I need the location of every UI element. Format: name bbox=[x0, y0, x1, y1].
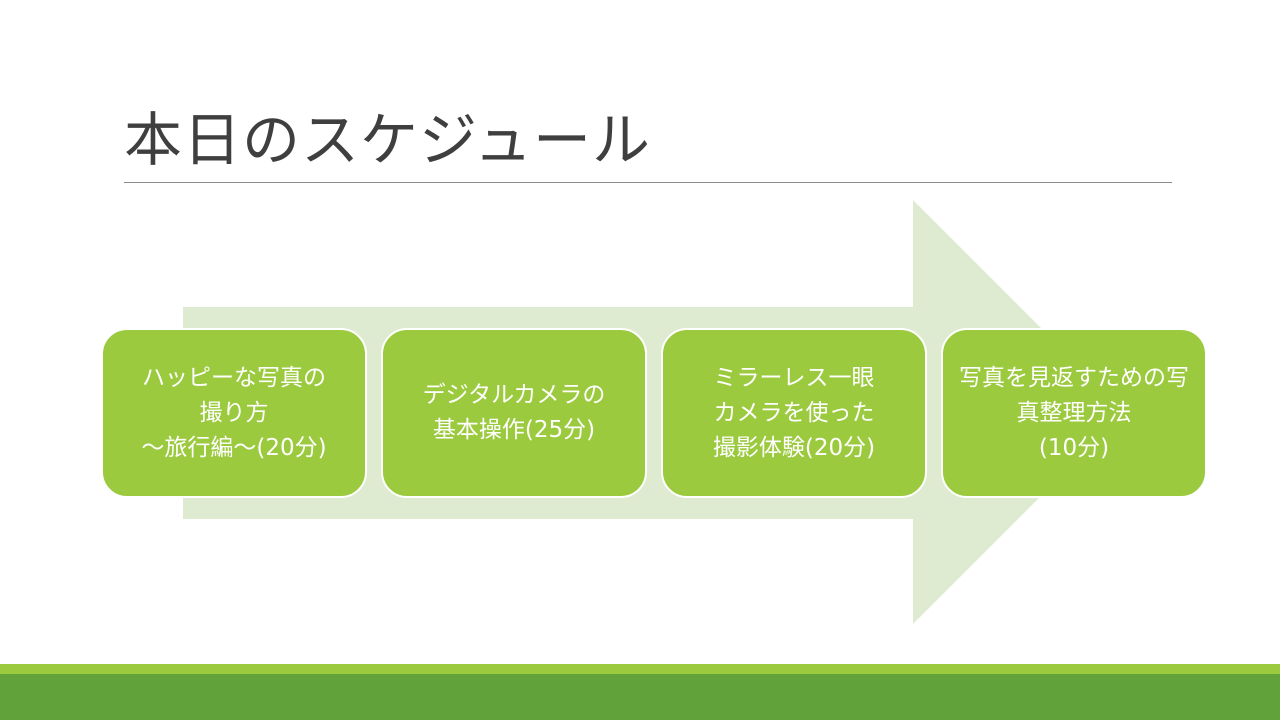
footer-band bbox=[0, 674, 1280, 720]
schedule-step-4-label: 写真を見返すための写真整理方法 (10分) bbox=[959, 364, 1189, 461]
schedule-step-2: デジタルカメラの 基本操作(25分) bbox=[381, 328, 647, 498]
title-divider bbox=[124, 182, 1172, 183]
schedule-step-3-label: ミラーレス一眼 カメラを使った 撮影体験(20分) bbox=[712, 364, 876, 461]
slide-title: 本日のスケジュール bbox=[124, 106, 651, 174]
schedule-step-2-label: デジタルカメラの 基本操作(25分) bbox=[422, 382, 606, 443]
footer-band-accent bbox=[0, 664, 1280, 674]
right-arrow-icon bbox=[183, 200, 1125, 624]
schedule-step-4: 写真を見返すための写真整理方法 (10分) bbox=[941, 328, 1207, 498]
schedule-step-1: ハッピーな写真の 撮り方 ～旅行編～(20分) bbox=[101, 328, 367, 498]
schedule-step-3: ミラーレス一眼 カメラを使った 撮影体験(20分) bbox=[661, 328, 927, 498]
schedule-step-1-label: ハッピーな写真の 撮り方 ～旅行編～(20分) bbox=[141, 364, 327, 461]
